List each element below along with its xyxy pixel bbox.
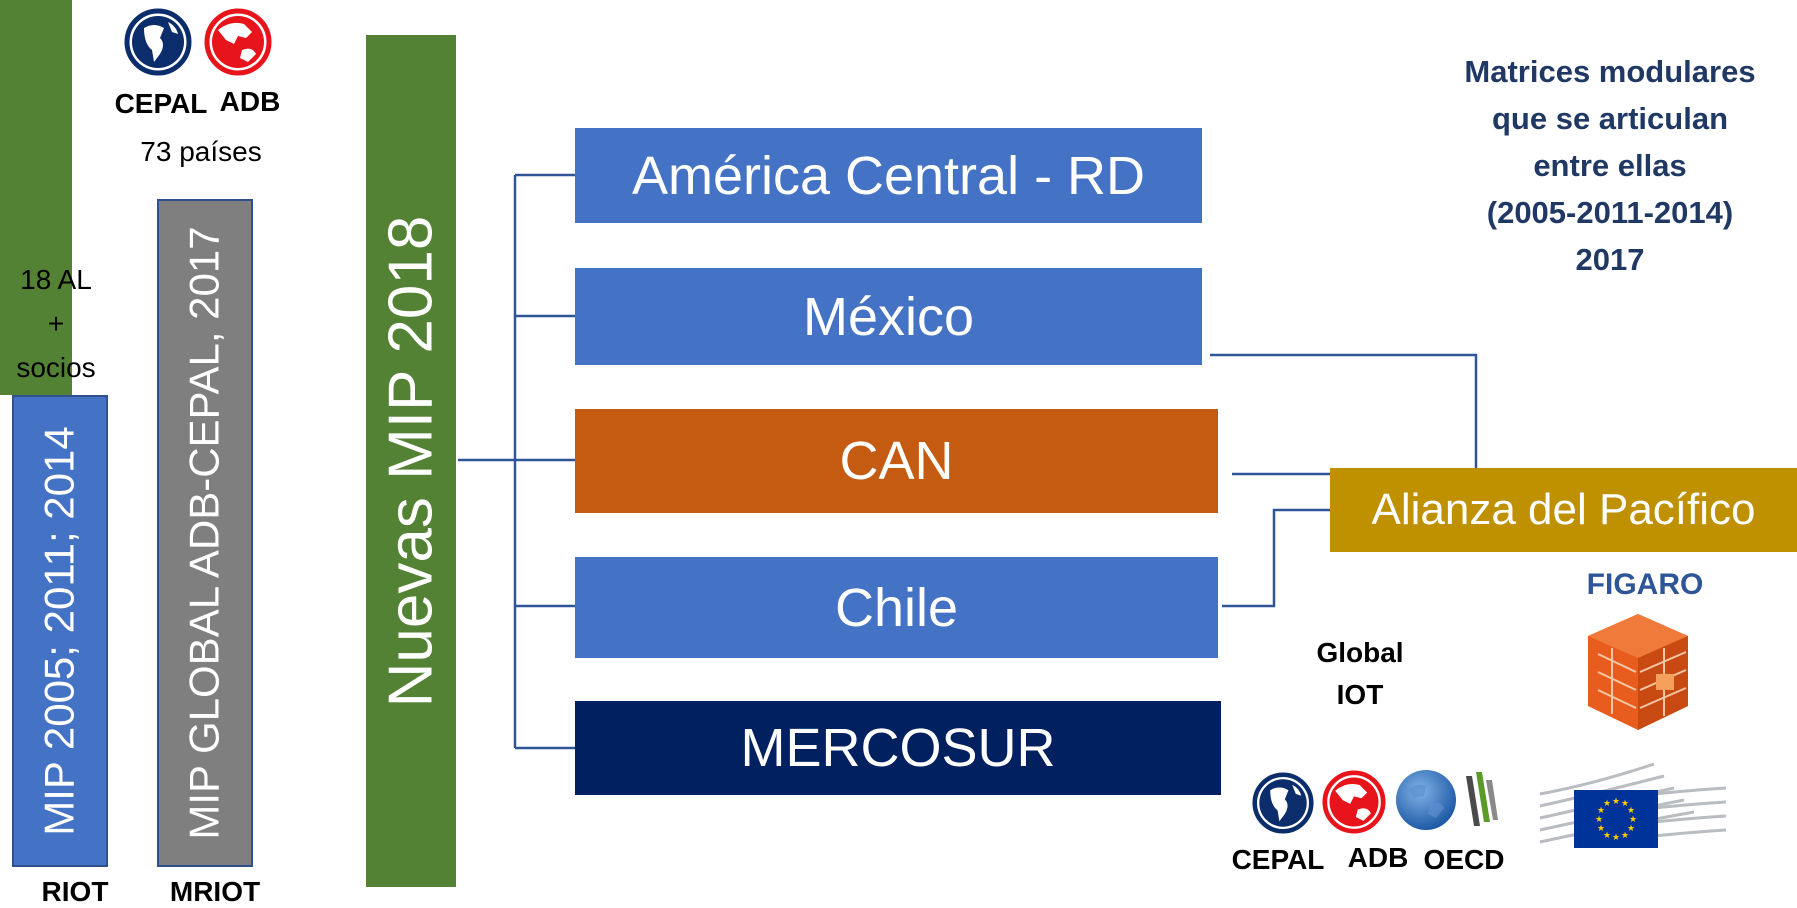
global-iot-title: Global IOT (1290, 632, 1430, 716)
figaro-title: FIGARO (1586, 568, 1704, 601)
region-can: CAN (575, 409, 1218, 513)
globe-oecd-icon (1394, 768, 1458, 832)
svg-text:★: ★ (1621, 831, 1629, 841)
global-iot-line-1: Global (1316, 637, 1404, 668)
svg-text:★: ★ (1603, 831, 1611, 841)
svg-text:★: ★ (1603, 799, 1611, 809)
left-green-strip (0, 0, 72, 395)
region-mexico: México (575, 268, 1202, 365)
riot-scope-line-1: 18 AL (20, 264, 92, 295)
region-alianza-pacifico: Alianza del Pacífico (1330, 468, 1797, 552)
note-line-2: que se articulan (1491, 101, 1729, 136)
global-iot-logo-label-adb: ADB (1347, 842, 1409, 873)
globe-asia-icon (1322, 770, 1386, 834)
region-chile: Chile (575, 557, 1218, 658)
modular-matrices-note: Matrices modulares que se articulan entr… (1430, 48, 1790, 283)
mriot-logo-label-adb: ADB (219, 86, 281, 117)
riot-scope-label: 18 AL + socios (0, 258, 112, 390)
svg-text:★: ★ (1595, 815, 1603, 825)
svg-text:★: ★ (1612, 797, 1620, 807)
mriot-logo-label-cepal: CEPAL (114, 88, 208, 119)
riot-caption: RIOT (41, 876, 109, 907)
globe-americas-icon (1252, 772, 1314, 834)
svg-text:★: ★ (1597, 806, 1605, 816)
eu-commission-logo: ★★★ ★★★ ★★★ ★★★ (1534, 754, 1730, 854)
mriot-country-count: 73 países (140, 136, 262, 167)
svg-text:★: ★ (1597, 824, 1605, 834)
note-line-1: Matrices modulares (1464, 54, 1756, 89)
note-line-3: entre ellas (1533, 148, 1687, 183)
svg-text:★: ★ (1621, 799, 1629, 809)
globe-asia-icon (204, 8, 272, 76)
mriot-caption: MRIOT (169, 876, 261, 907)
figaro-cube-icon (1578, 610, 1698, 734)
svg-text:★: ★ (1627, 824, 1635, 834)
riot-scope-line-3: socios (16, 352, 96, 383)
global-iot-logo-label-cepal: CEPAL (1231, 844, 1325, 875)
region-mercosur: MERCOSUR (575, 701, 1221, 795)
nuevas-mip-bar: Nuevas MIP 2018 (366, 35, 456, 887)
note-line-5: 2017 (1575, 242, 1645, 277)
region-america-central: América Central - RD (575, 128, 1202, 223)
riot-bar: MIP 2005; 2011; 2014 (12, 395, 108, 867)
global-iot-line-2: IOT (1336, 679, 1384, 710)
note-line-4: (2005-2011-2014) (1486, 195, 1734, 230)
globe-americas-icon (124, 8, 192, 76)
mriot-bar: MIP GLOBAL ADB-CEPAL, 2017 (157, 199, 253, 867)
riot-scope-line-2: + (47, 308, 65, 339)
svg-text:★: ★ (1629, 815, 1637, 825)
svg-text:★: ★ (1627, 806, 1635, 816)
oecd-stripes-icon (1462, 770, 1498, 832)
global-iot-logo-label-oecd: OECD (1423, 844, 1505, 875)
svg-text:★: ★ (1612, 833, 1620, 843)
